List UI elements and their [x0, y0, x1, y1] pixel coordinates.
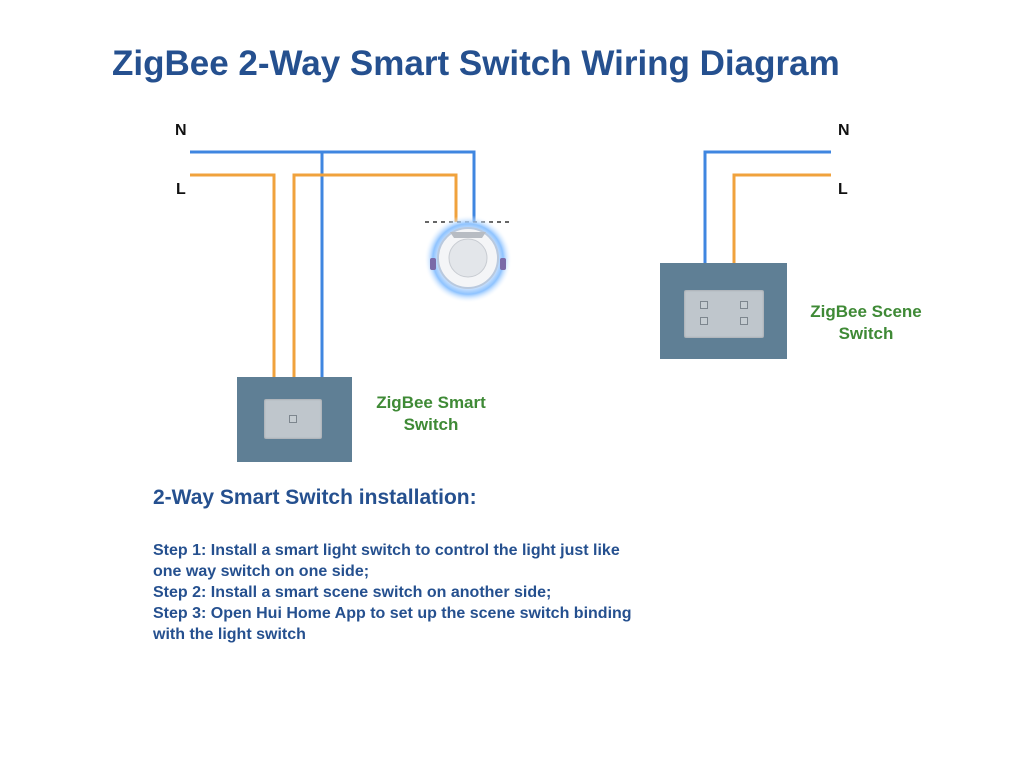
installation-step-line: one way switch on one side;: [153, 563, 370, 580]
right-live-label: L: [838, 181, 848, 198]
scene-switch-photo: [660, 263, 787, 359]
scene-switch-caption-line2: Switch: [838, 324, 894, 343]
installation-step-line: Step 2: Install a smart scene switch on …: [153, 584, 552, 601]
left-live-label: L: [176, 181, 186, 198]
diagram-title: ZigBee 2-Way Smart Switch Wiring Diagram: [112, 44, 840, 83]
smart-switch-caption: ZigBee Smart Switch: [364, 392, 498, 436]
scene-switch-caption-line1: ZigBee Scene: [810, 302, 922, 321]
scene-switch-caption: ZigBee Scene Switch: [798, 301, 934, 345]
installation-step-line: Step 1: Install a smart light switch to …: [153, 542, 620, 559]
scene-switch-key-bottom-right: [740, 317, 748, 325]
downlight-icon: [424, 215, 512, 303]
right-neutral-wire: [703, 150, 831, 264]
scene-switch-key-bottom-left: [700, 317, 708, 325]
installation-step-line: with the light switch: [153, 626, 306, 643]
left-neutral-wire: [190, 150, 476, 378]
smart-switch-caption-line2: Switch: [403, 415, 459, 434]
smart-switch-photo: [237, 377, 352, 462]
installation-step-line: Step 3: Open Hui Home App to set up the …: [153, 605, 632, 622]
scene-switch-key-top-left: [700, 301, 708, 309]
smart-switch-key: [289, 415, 297, 423]
right-neutral-label: N: [838, 122, 850, 139]
installation-heading: 2-Way Smart Switch installation:: [153, 486, 477, 509]
scene-switch-plate: [684, 290, 764, 338]
installation-steps: Step 1: Install a smart light switch to …: [153, 540, 733, 645]
scene-switch-key-top-right: [740, 301, 748, 309]
left-live-wire: [190, 173, 458, 378]
smart-switch-caption-line1: ZigBee Smart: [376, 393, 486, 412]
smart-switch-plate: [264, 399, 322, 439]
right-live-wire: [732, 173, 831, 264]
left-neutral-label: N: [175, 122, 187, 139]
